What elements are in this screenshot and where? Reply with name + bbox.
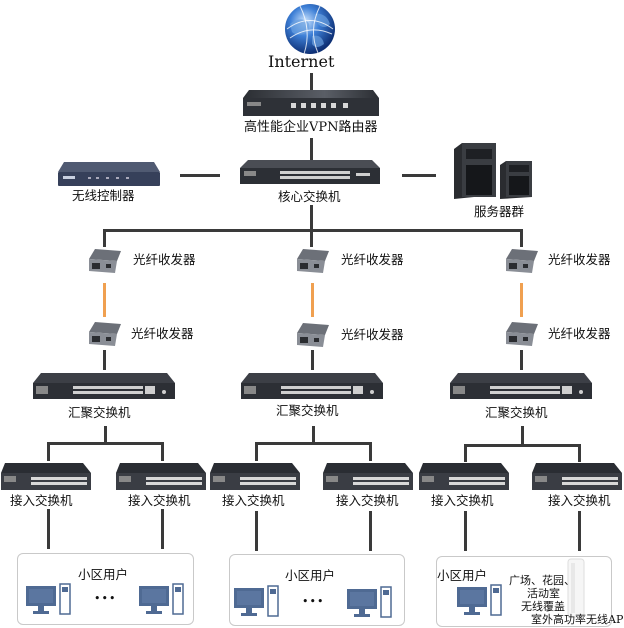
access-link-6 [578, 511, 581, 551]
globe-icon [285, 4, 335, 55]
core-switch-label: 核心交换机 [278, 189, 341, 204]
pc-icon [234, 585, 279, 617]
user-group-1: 小区用户 ••• [17, 553, 194, 625]
router-icon [243, 90, 379, 116]
fiber-link-1 [103, 283, 106, 317]
access-label-3a: 接入交换机 [431, 493, 494, 508]
pc-icon [457, 584, 502, 616]
user-group-2: 小区用户 ••• [229, 554, 405, 626]
link-router-core [310, 138, 313, 160]
access-label-1b: 接入交换机 [128, 493, 191, 508]
access-switch-icon [1, 463, 91, 490]
agg-drop-1 [104, 426, 107, 443]
agg-bracket-3 [464, 444, 581, 447]
aggregation-label-2: 汇聚交换机 [276, 403, 339, 418]
agg-bracket-1 [47, 442, 164, 445]
access-link-2 [161, 509, 164, 549]
link-conv-agg-3 [520, 350, 523, 370]
aggregation-switch-icon [241, 373, 383, 399]
aggregation-label-3: 汇聚交换机 [485, 405, 548, 420]
pc-icon [347, 586, 392, 618]
agg-right-3 [578, 444, 581, 462]
aggregation-switch-icon [33, 373, 175, 399]
access-link-4 [369, 511, 372, 551]
access-link-3 [255, 511, 258, 551]
fiber-converter-icon [89, 249, 121, 273]
converter-bottom-label-2: 光纤收发器 [341, 327, 404, 342]
outdoor-ap-icon [567, 558, 585, 618]
user-group-title: 小区用户 [285, 568, 336, 583]
trunk-drop-2 [310, 229, 313, 247]
user-group-title: 小区用户 [78, 567, 129, 582]
converter-top-label-2: 光纤收发器 [341, 252, 404, 267]
outdoor-ap-label: 室外高功率无线AP [531, 613, 624, 626]
agg-right-1 [161, 442, 164, 461]
ap-note-line-3: 无线覆盖 [521, 600, 565, 613]
trunk-drop-3 [520, 229, 523, 247]
access-label-2b: 接入交换机 [336, 493, 399, 508]
aggregation-label-1: 汇聚交换机 [68, 405, 131, 420]
link-core-trunk [310, 205, 313, 232]
wireless-controller-label: 无线控制器 [72, 188, 135, 203]
aggregation-switch-icon [450, 373, 592, 399]
ellipsis: ••• [302, 595, 325, 608]
user-group-title: 小区用户 [437, 568, 488, 583]
fiber-link-2 [311, 283, 314, 317]
fiber-converter-icon [506, 322, 538, 346]
access-label-3b: 接入交换机 [548, 493, 611, 508]
ap-note-line-2: 活动室 [527, 587, 560, 600]
converter-top-label-3: 光纤收发器 [548, 252, 611, 267]
servers-label: 服务器群 [474, 204, 525, 219]
trunk-drop-1 [103, 229, 106, 247]
link-controller-core [180, 174, 220, 177]
pc-icon [26, 583, 71, 615]
agg-left-2 [255, 442, 258, 461]
agg-drop-2 [312, 426, 315, 443]
fiber-converter-icon [89, 322, 121, 346]
agg-left-3 [464, 444, 467, 462]
trunk-horizontal [103, 229, 523, 232]
access-switch-icon [323, 463, 413, 490]
fiber-converter-icon [297, 323, 329, 347]
link-core-servers [402, 174, 436, 177]
agg-drop-3 [521, 426, 524, 445]
access-label-1a: 接入交换机 [10, 493, 73, 508]
core-switch-icon [240, 160, 380, 184]
server-icon [454, 143, 532, 199]
link-conv-agg-2 [311, 350, 314, 370]
fiber-link-3 [520, 283, 523, 317]
router-label: 高性能企业VPN路由器 [244, 120, 378, 135]
link-internet-router [310, 73, 313, 90]
fiber-converter-icon [506, 249, 538, 273]
fiber-converter-icon [297, 249, 329, 273]
agg-bracket-2 [255, 442, 372, 445]
access-switch-icon [532, 463, 622, 490]
internet-label: Internet [268, 52, 335, 71]
access-link-1 [47, 509, 50, 549]
access-switch-icon [116, 463, 206, 490]
converter-bottom-label-3: 光纤收发器 [548, 326, 611, 341]
access-label-2a: 接入交换机 [222, 493, 285, 508]
ellipsis: ••• [94, 592, 117, 605]
agg-left-1 [47, 442, 50, 461]
access-switch-icon [419, 463, 509, 490]
access-link-5 [464, 511, 467, 551]
user-group-3: 小区用户 广场、花园、 活动室 无线覆盖 室外高功率无线AP [436, 556, 623, 627]
link-conv-agg-1 [103, 350, 106, 370]
pc-icon [139, 583, 184, 615]
agg-right-2 [369, 442, 372, 461]
ap-note-line-1: 广场、花园、 [509, 574, 575, 587]
access-switch-icon [210, 463, 300, 490]
converter-bottom-label-1: 光纤收发器 [131, 326, 194, 341]
wireless-controller-icon [58, 162, 160, 186]
converter-top-label-1: 光纤收发器 [133, 252, 196, 267]
